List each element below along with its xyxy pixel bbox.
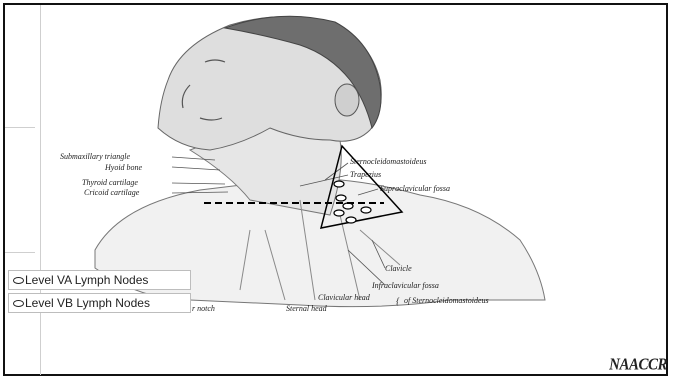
- lymph-node-oval: [334, 181, 344, 187]
- label-of-sternocleidomastoideus: of Sternocleidomastoideus: [404, 296, 489, 305]
- label-submaxillary-triangle: Submaxillary triangle: [60, 152, 130, 161]
- legend-level-vb: Level VB Lymph Nodes: [8, 293, 191, 313]
- label-thyroid-cartilage: Thyroid cartilage: [82, 178, 138, 187]
- lymph-node-oval: [361, 207, 371, 213]
- brace: {: [396, 296, 400, 306]
- oval-icon: [13, 300, 24, 307]
- legend-level-va: Level VA Lymph Nodes: [8, 270, 191, 290]
- legend-level-vb-label: Level VB Lymph Nodes: [25, 296, 150, 310]
- lymph-node-oval: [336, 195, 346, 201]
- label-hyoid-bone: Hyoid bone: [104, 163, 143, 172]
- label-supraclavicular-fossa: Supraclavicular fossa: [380, 184, 450, 193]
- naaccr-logo: NAACCR: [609, 356, 667, 376]
- label-clavicle: Clavicle: [385, 264, 412, 273]
- label-infraclavicular-fossa: Infraclavicular fossa: [371, 281, 439, 290]
- label-sternocleidomastoideus: Sternocleidomastoideus: [350, 157, 426, 166]
- label-notch: r notch: [192, 304, 215, 313]
- oval-icon: [13, 277, 24, 284]
- label-sternal-head: Sternal head: [286, 304, 328, 313]
- legend-level-va-label: Level VA Lymph Nodes: [25, 273, 148, 287]
- lymph-node-oval: [334, 210, 344, 216]
- label-cricoid-cartilage: Cricoid cartilage: [84, 188, 140, 197]
- label-clavicular-head: Clavicular head: [318, 293, 371, 302]
- ear-drawing: [335, 84, 359, 116]
- lymph-node-oval: [346, 217, 356, 223]
